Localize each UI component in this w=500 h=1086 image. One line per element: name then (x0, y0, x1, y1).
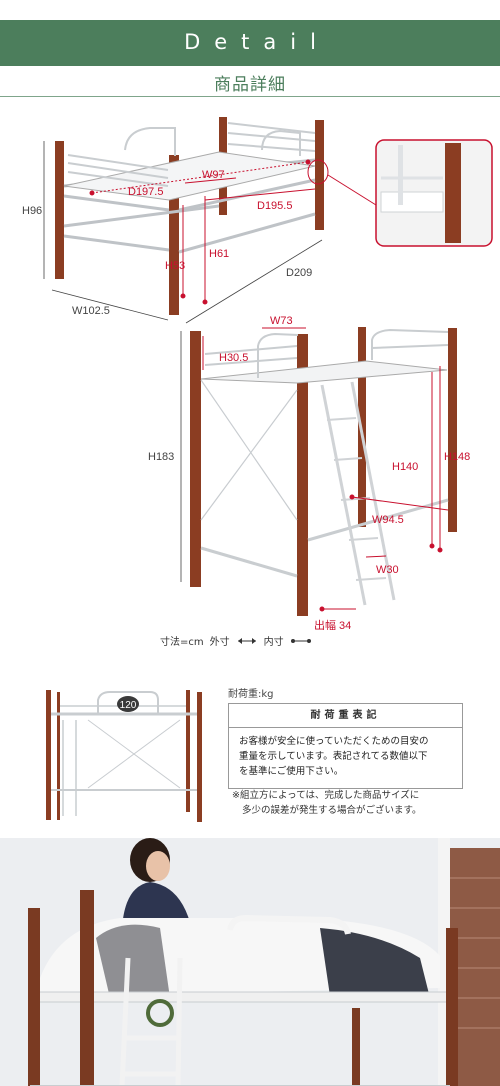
low-inner-dim-lines (89, 159, 316, 305)
load-line: お客様が安全に使っていただくための目安の (239, 736, 429, 747)
banner-title: Detail (184, 30, 330, 54)
dim-loft-top-width: W73 (270, 315, 293, 327)
dim-low-width: W102.5 (72, 305, 110, 317)
dim-low-floor-height: H53 (165, 260, 185, 272)
assembly-note: ※組立方によっては、完成した商品サイズに 多少の誤差が発生する場合がございます。 (232, 788, 472, 818)
dim-low-inner-width: W97 (202, 169, 225, 181)
inner-dot-line-icon (290, 638, 311, 643)
load-weight-badge (117, 696, 139, 712)
dim-low-depth: D209 (286, 267, 312, 279)
load-box-title: 耐荷重表記 (229, 704, 462, 728)
outer-arrow-icon (237, 637, 256, 644)
note-line: ※組立方によっては、完成した商品サイズに (232, 790, 420, 801)
detail-banner: Detail (0, 20, 500, 66)
load-line: を基準にご使用下さい。 (239, 766, 344, 777)
legend-outer: 外寸 (209, 637, 230, 648)
load-capacity-box: 耐荷重表記 お客様が安全に使っていただくための目安の 重量を示しています。表記さ… (228, 703, 463, 789)
joint-zoom-callout (307, 139, 493, 247)
dim-loft-height-148: H148 (444, 451, 470, 463)
low-bed-frame (55, 117, 324, 315)
dim-low-deck-height: H61 (209, 248, 229, 260)
dim-loft-height-140: H140 (392, 461, 418, 473)
load-box-text: お客様が安全に使っていただくための目安の 重量を示しています。表記されてる数値以… (229, 728, 462, 785)
low-dim-lines (43, 141, 323, 324)
load-capacity-value: 120 (120, 700, 137, 711)
note-line: 多少の誤差が発生する場合がございます。 (242, 805, 422, 816)
dim-loft-under-width: W94.5 (372, 514, 404, 526)
subtitle-divider (0, 96, 500, 97)
dim-low-inner-depth: D197.5 (128, 186, 163, 198)
dimension-legend: 寸法=cm 外寸 内寸 (160, 633, 312, 648)
room-photo (0, 838, 500, 1086)
dim-low-height: H96 (22, 205, 42, 217)
section-subtitle: 商品詳細 (214, 75, 286, 95)
dim-loft-total-height: H183 (148, 451, 174, 463)
bed-dimension-diagram: H96 W102.5 D209 D197.5 W97 D195.5 H53 H6… (22, 117, 493, 630)
loft-inner-dim-lines (202, 327, 449, 612)
load-unit-label: 耐荷重:kg (228, 689, 274, 700)
dim-loft-ladder-depth: 出幅 34 (314, 618, 351, 630)
dim-low-rail-depth: D195.5 (257, 200, 292, 212)
loft-front-view: 120 (46, 690, 202, 822)
load-line: 重量を示しています。表記されてる数値以下 (239, 751, 428, 762)
dim-loft-guard-height: H30.5 (219, 352, 248, 364)
loft-bed-frame (190, 327, 457, 616)
dim-loft-ladder-width: W30 (376, 564, 399, 576)
legend-inner: 内寸 (263, 637, 284, 648)
room-photo-illustration (0, 838, 500, 1086)
legend-unit: 寸法=cm (160, 637, 204, 648)
